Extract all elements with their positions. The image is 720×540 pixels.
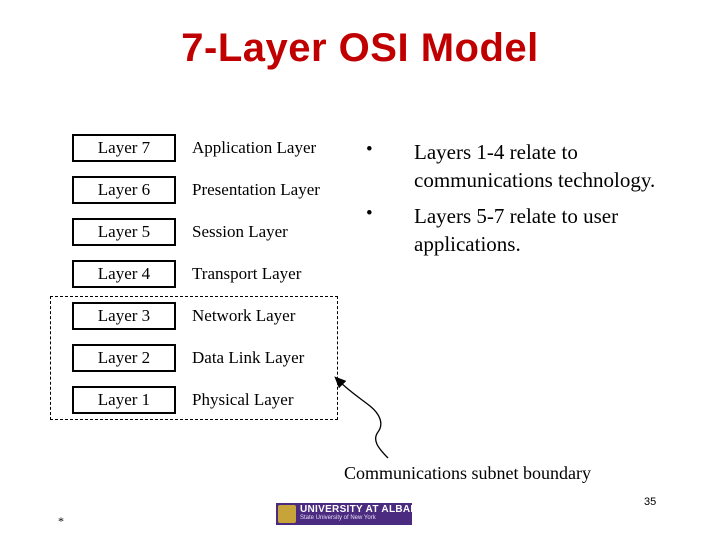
layer-6-box: Layer 6 [72,176,176,204]
layer-5-box: Layer 5 [72,218,176,246]
layer-7-box: Layer 7 [72,134,176,162]
layer-2-box: Layer 2 [72,344,176,372]
layer-4-name: Transport Layer [192,264,302,283]
bullet-1-marker: • [366,139,373,160]
layer-5-name: Session Layer [192,222,288,241]
page-number: 35 [644,496,657,508]
logo-subtitle: State University of New York [300,515,376,521]
layer-1-name: Physical Layer [192,390,294,409]
layer-4-box: Layer 4 [72,260,176,288]
footer-mark: * [58,514,64,528]
bullet-2-marker: • [366,203,373,224]
bullet-1-text: Layers 1-4 relate to communications tech… [414,140,656,192]
logo-name: UNIVERSITY AT ALBANY [300,504,412,515]
layer-1-box: Layer 1 [72,386,176,414]
seal-icon [278,505,296,523]
layer-3-name: Network Layer [192,306,296,325]
bullet-2-text: Layers 5-7 relate to user applications. [414,204,619,256]
subnet-boundary [50,296,338,420]
layer-7-name: Application Layer [192,138,317,157]
layer-2-name: Data Link Layer [192,348,305,367]
slide-title: 7-Layer OSI Model [181,26,539,70]
subnet-caption: Communications subnet boundary [344,463,591,483]
university-logo: UNIVERSITY AT ALBANY State University of… [276,503,412,525]
layer-3-box: Layer 3 [72,302,176,330]
layer-6-name: Presentation Layer [192,180,320,199]
